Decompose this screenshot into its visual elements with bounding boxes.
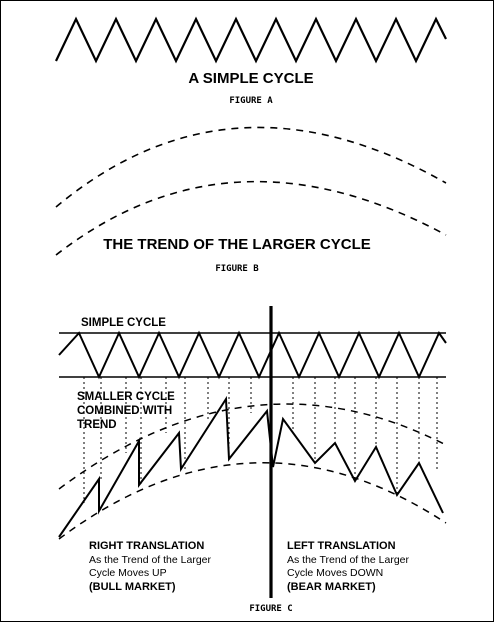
simple-cycle-wave <box>55 16 447 64</box>
combined-upper-envelope <box>58 403 447 490</box>
simple-cycle-label: SIMPLE CYCLE <box>81 317 166 329</box>
trend-lower-curve <box>55 180 447 256</box>
smaller-cycle-label-line2: COMBINED WITH <box>77 405 172 417</box>
smaller-cycle-label-line1: SMALLER CYCLE <box>77 391 175 403</box>
figure-c-caption: FIGURE C <box>249 604 292 614</box>
right-translation-heading: RIGHT TRANSLATION <box>89 540 204 552</box>
combined-lower-envelope <box>58 462 447 540</box>
right-translation-line2: Cycle Moves UP <box>89 567 167 579</box>
right-translation-line1: As the Trend of the Larger <box>89 554 211 566</box>
figure-a-caption: FIGURE A <box>229 96 273 106</box>
trend-upper-curve <box>55 126 447 208</box>
figure-b-caption: FIGURE B <box>215 264 259 274</box>
combined-cycle-wave <box>58 395 444 538</box>
projection-lines <box>83 377 438 503</box>
figure-a-title: A SIMPLE CYCLE <box>188 70 313 87</box>
right-translation-line3: (BULL MARKET) <box>89 581 176 593</box>
figure-b-title: THE TREND OF THE LARGER CYCLE <box>103 236 371 253</box>
left-translation-heading: LEFT TRANSLATION <box>287 540 396 552</box>
left-translation-line2: Cycle Moves DOWN <box>287 567 383 579</box>
left-translation-line1: As the Trend of the Larger <box>287 554 409 566</box>
left-translation-line3: (BEAR MARKET) <box>287 581 376 593</box>
band-simple-cycle-wave <box>58 330 447 380</box>
smaller-cycle-label-line3: TREND <box>77 419 117 431</box>
